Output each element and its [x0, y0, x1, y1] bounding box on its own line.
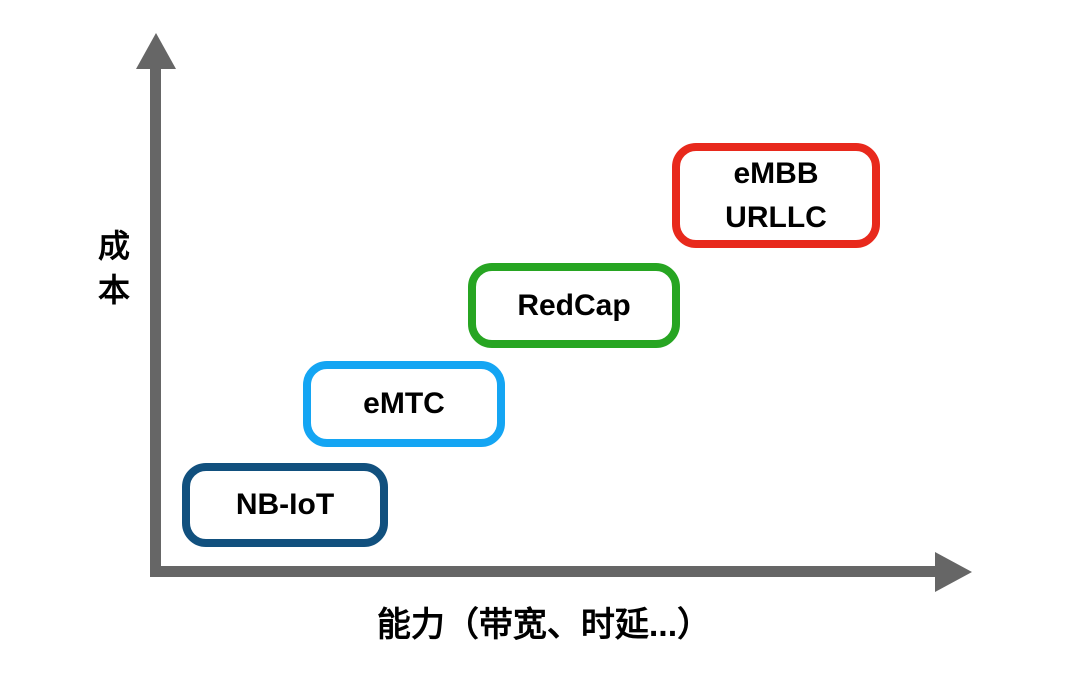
node-embb-label: eMBB — [733, 157, 819, 190]
x-axis-label: 能力（带宽、时延...） — [376, 606, 712, 644]
node-nb-iot: NB-IoT — [182, 463, 388, 547]
x-axis-arrowhead-icon — [935, 552, 972, 592]
y-axis-label: 成本 — [97, 228, 130, 309]
node-redcap: RedCap — [468, 263, 680, 348]
y-axis-line — [150, 62, 161, 577]
node-embb-urllc: eMBB URLLC — [672, 143, 880, 248]
node-nb-iot-label: NB-IoT — [235, 488, 335, 521]
y-axis-arrowhead-icon — [136, 33, 176, 69]
node-redcap-label: RedCap — [517, 288, 631, 322]
node-emtc: eMTC — [303, 361, 505, 447]
x-axis-line — [150, 566, 938, 577]
node-emtc-label: eMTC — [363, 387, 445, 420]
node-urllc-label: URLLC — [725, 200, 827, 234]
